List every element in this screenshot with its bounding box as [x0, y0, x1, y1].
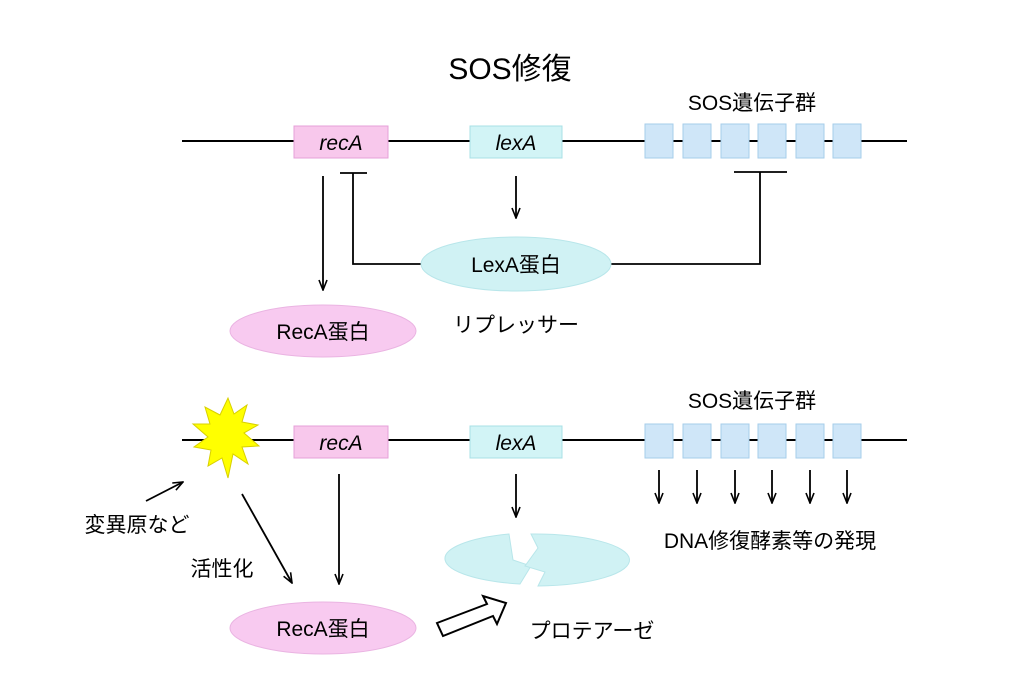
protease-action-arrow-icon: [435, 594, 508, 638]
top-reca-protein-label: RecA蛋白: [276, 321, 369, 344]
top-lexa-gene-box: [469, 125, 563, 159]
bottom-sos-gene-box: [682, 423, 712, 459]
bottom-reca-gene-label: recA: [319, 432, 362, 455]
cleaved-lexa-protein-right: [524, 533, 631, 587]
activation-arrow: [241, 493, 292, 583]
bottom-lexa-gene-box: [469, 425, 563, 459]
bottom-sos-gene-boxes: [644, 423, 862, 459]
top-sos-gene-box: [832, 123, 862, 159]
top-sos-gene-box: [757, 123, 787, 159]
bottom-sos-gene-box: [644, 423, 674, 459]
bottom-sos-gene-box: [757, 423, 787, 459]
top-sos-gene-boxes: [644, 123, 862, 159]
top-reca-gene-box: [293, 125, 389, 159]
top-sos-gene-box: [795, 123, 825, 159]
bottom-lexa-gene-label: lexA: [496, 432, 537, 455]
top-sos-genes-label: SOS遺伝子群: [688, 92, 816, 115]
expression-label: DNA修復酵素等の発現: [664, 530, 876, 553]
top-panel: recA lexA SOS遺伝子群 LexA蛋白 RecA蛋白 リプレッサー: [182, 92, 907, 358]
top-sos-gene-box: [720, 123, 750, 159]
activation-label: 活性化: [191, 558, 254, 581]
top-lexa-protein-label: LexA蛋白: [471, 254, 561, 277]
top-reca-protein: [229, 304, 417, 358]
repressor-label: リプレッサー: [453, 314, 579, 337]
diagram-title: SOS修復: [448, 53, 571, 86]
top-lexa-gene-label: lexA: [496, 132, 537, 155]
top-lexa-protein: [420, 236, 612, 292]
protease-label: プロテアーゼ: [530, 620, 655, 643]
mutagen-label: 変異原など: [85, 514, 190, 537]
dna-damage-burst-icon: [191, 396, 261, 479]
top-sos-gene-box: [682, 123, 712, 159]
bottom-sos-gene-box: [795, 423, 825, 459]
mutagen-arrow: [145, 482, 183, 502]
cleaved-lexa-protein-left: [444, 533, 532, 585]
bottom-reca-protein: [229, 601, 417, 655]
bottom-sos-gene-box: [832, 423, 862, 459]
bottom-reca-protein-label: RecA蛋白: [276, 618, 369, 641]
bottom-sos-genes-label: SOS遺伝子群: [688, 390, 816, 413]
top-sos-gene-box: [644, 123, 674, 159]
bottom-panel: recA lexA SOS遺伝子群 DNA修復酵素等の発現 変異原など 活性化: [85, 390, 907, 655]
bottom-reca-gene-box: [293, 425, 389, 459]
top-repression-reca-line: [352, 173, 426, 265]
top-reca-gene-label: recA: [319, 132, 362, 155]
top-repression-sos-line: [606, 172, 761, 265]
bottom-sos-gene-box: [720, 423, 750, 459]
